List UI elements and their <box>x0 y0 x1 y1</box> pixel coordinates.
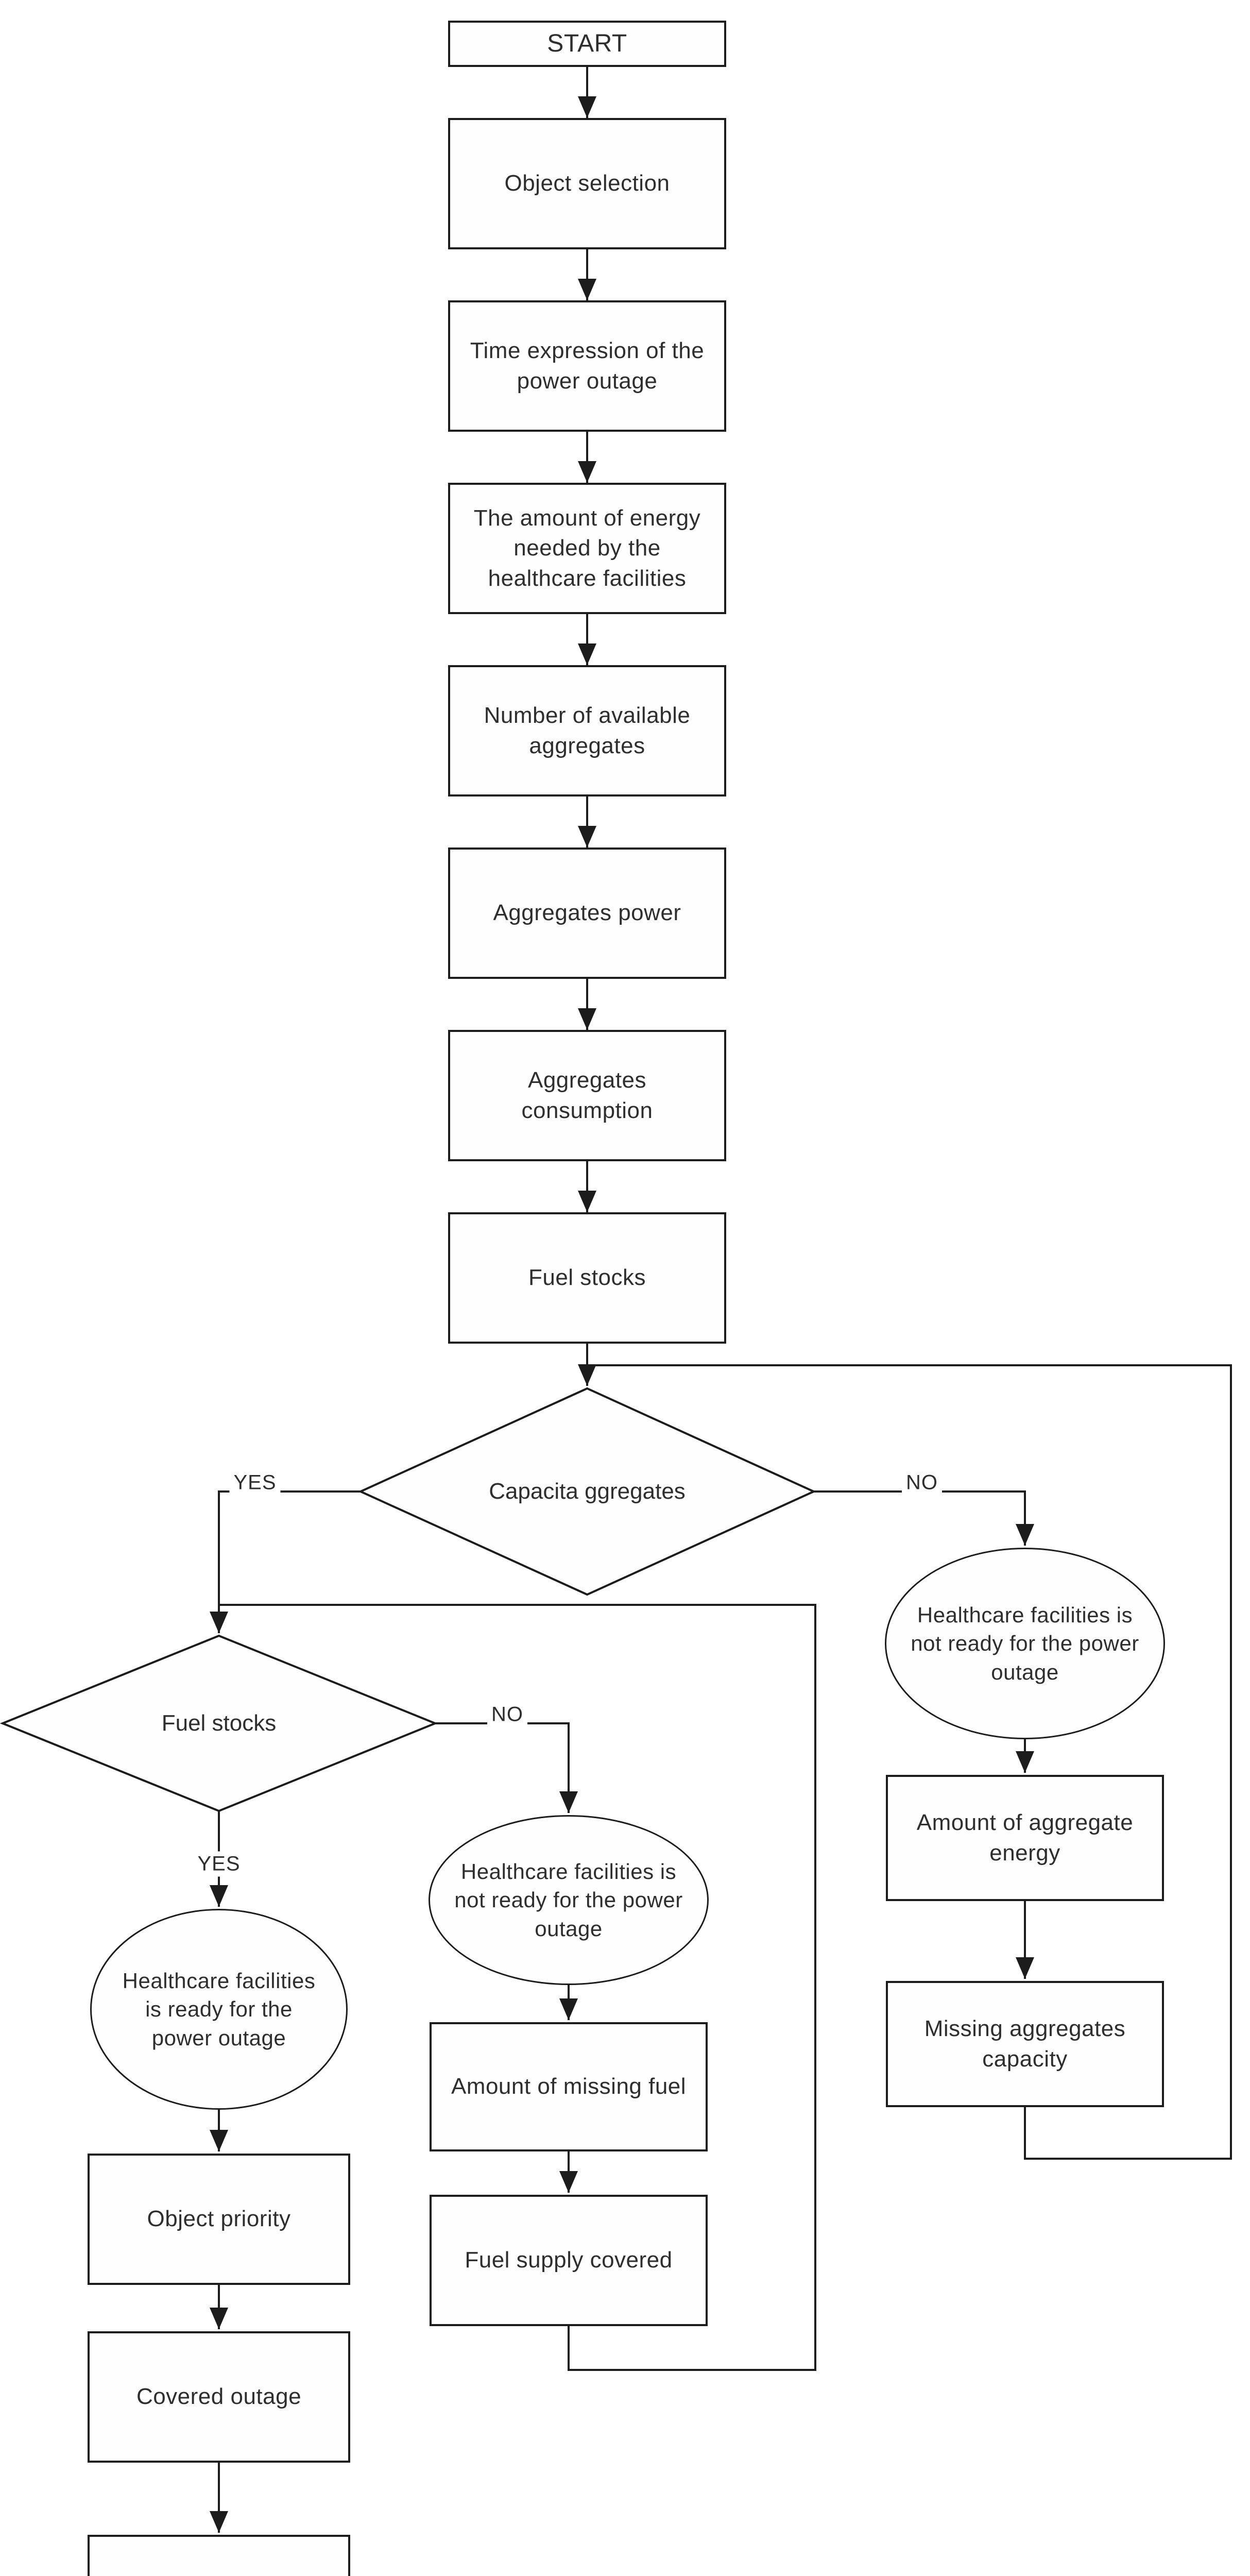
node-covered-outage: Covered outage <box>88 2331 350 2463</box>
node-fuel-stocks-label: Fuel stocks <box>528 1265 646 1291</box>
node-aggregates-power-label: Aggregates power <box>493 900 681 926</box>
edge-label-fuel-no: NO <box>487 1702 527 1727</box>
fuel-supply-covered-label: Fuel supply covered <box>465 2247 673 2273</box>
ellipse-not-ready-capacity-label: Healthcare facilities is not ready for t… <box>911 1602 1139 1684</box>
node-object-priority: Object priority <box>88 2154 350 2285</box>
node-object-selection: Object selection <box>448 118 726 249</box>
arrow-capacity-yes <box>210 1490 361 1633</box>
ellipse-not-ready-fuel-label: Healthcare facilities is not ready for t… <box>454 1859 683 1941</box>
node-fuel-stocks: Fuel stocks <box>448 1212 726 1344</box>
decision-capacity-aggregates: Capacita ggregates <box>397 1440 778 1543</box>
missing-aggregates-capacity-label: Missing aggregates capacity <box>924 2016 1126 2072</box>
edge-label-fuel-yes: YES <box>193 1851 245 1877</box>
loop-fuel-return <box>219 1604 816 2371</box>
decision-fuel-label: Fuel stocks <box>161 1710 277 1736</box>
capacity-diamond-shape <box>358 1387 816 1596</box>
node-aggregates-consumption: Aggregates consumption <box>448 1030 726 1161</box>
decision-capacity-label: Capacita ggregates <box>489 1479 686 1504</box>
arrow-fuel-no <box>435 1722 578 1813</box>
amount-aggregate-energy-final-label: Amount of aggregate energy <box>100 2570 338 2576</box>
node-aggregates-consumption-label: Aggregates consumption <box>521 1067 653 1123</box>
node-object-selection-label: Object selection <box>504 171 670 196</box>
amount-missing-fuel-label: Amount of missing fuel <box>451 2074 687 2099</box>
node-amount-aggregate-energy-capacity: Amount of aggregate energy <box>886 1775 1164 1901</box>
object-priority-label: Object priority <box>147 2206 291 2232</box>
node-aggregates-power: Aggregates power <box>448 848 726 979</box>
loop-capacity-return <box>587 1364 1232 2160</box>
ellipse-not-ready-fuel: Healthcare facilities is not ready for t… <box>429 1815 709 1985</box>
ellipse-ready: Healthcare facilities is ready for the p… <box>90 1909 348 2110</box>
node-amount-missing-fuel: Amount of missing fuel <box>430 2022 708 2151</box>
node-missing-aggregates-capacity: Missing aggregates capacity <box>886 1981 1164 2107</box>
edge-label-capacity-yes: YES <box>229 1470 281 1496</box>
node-energy-needed: The amount of energy needed by the healt… <box>448 483 726 614</box>
node-amount-aggregate-energy-final: Amount of aggregate energy <box>88 2535 350 2576</box>
node-available-aggregates-label: Number of available aggregates <box>484 703 691 758</box>
ellipse-not-ready-capacity: Healthcare facilities is not ready for t… <box>885 1548 1165 1739</box>
node-time-expression: Time expression of the power outage <box>448 300 726 432</box>
node-available-aggregates: Number of available aggregates <box>448 665 726 796</box>
node-fuel-supply-covered: Fuel supply covered <box>430 2195 708 2326</box>
node-start-label: START <box>547 30 627 58</box>
fuel-diamond-shape <box>0 1634 438 1812</box>
edge-label-capacity-no: NO <box>902 1470 942 1496</box>
arrow-capacity-no <box>814 1490 1034 1546</box>
node-time-expression-label: Time expression of the power outage <box>470 338 705 394</box>
node-start: START <box>448 21 726 67</box>
decision-fuel-stocks: Fuel stocks <box>54 1672 384 1775</box>
covered-outage-label: Covered outage <box>136 2384 302 2410</box>
ellipse-ready-label: Healthcare facilities is ready for the p… <box>122 1968 316 2050</box>
node-energy-needed-label: The amount of energy needed by the healt… <box>473 505 701 591</box>
amount-aggregate-energy-capacity-label: Amount of aggregate energy <box>916 1810 1134 1866</box>
